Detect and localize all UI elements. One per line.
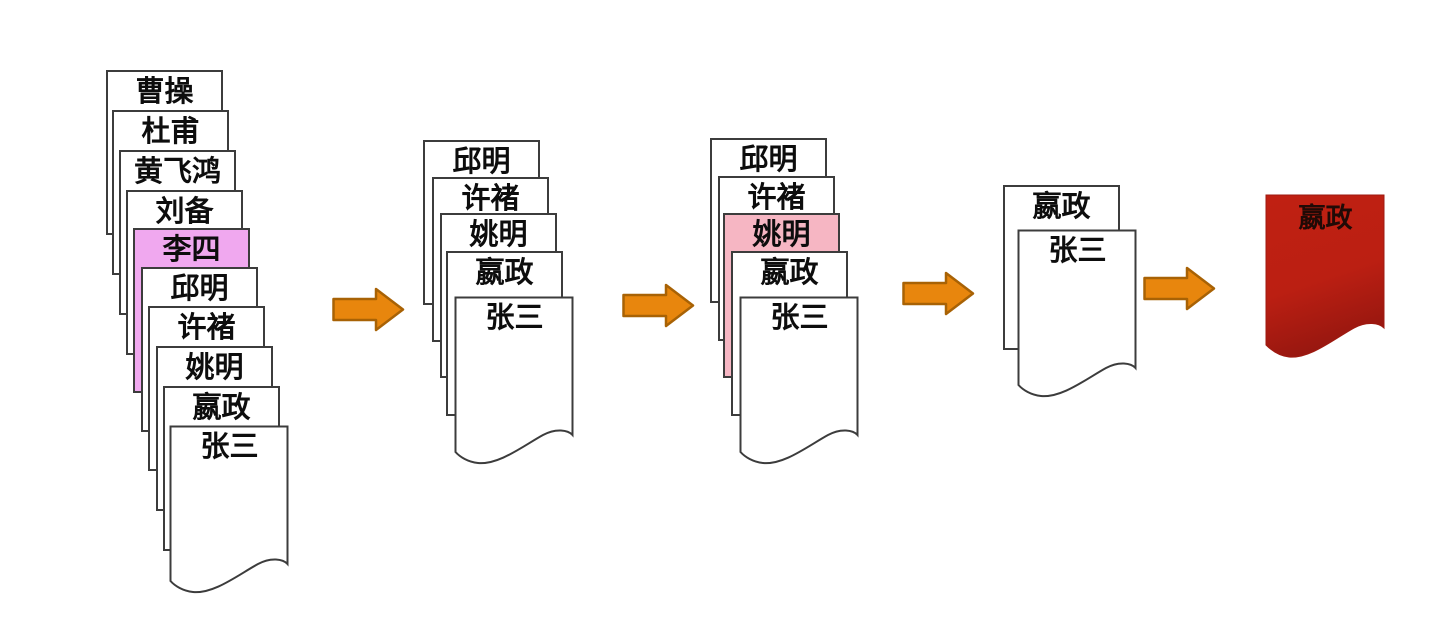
right-arrow-icon	[1143, 266, 1216, 311]
red-flag-shape	[1265, 194, 1385, 358]
card-label: 嬴政	[192, 390, 251, 424]
card-label: 邱明	[739, 142, 798, 176]
wavy-sheet-shape	[739, 296, 859, 465]
card-label: 许褚	[177, 310, 236, 344]
result-flag: 嬴政	[1265, 194, 1386, 370]
card-label: 嬴政	[1032, 189, 1091, 223]
card-label: 姚明	[469, 217, 528, 251]
card-label: 张三	[770, 300, 829, 334]
card-label: 许褚	[747, 180, 806, 214]
stack-card-wavy: 张三	[454, 296, 575, 472]
right-arrow-icon	[332, 287, 405, 332]
card-label: 曹操	[135, 74, 194, 108]
right-arrow-icon	[622, 283, 695, 328]
card-label: 姚明	[752, 217, 811, 251]
card-label: 黄飞鸿	[133, 154, 221, 188]
card-label: 邱明	[170, 271, 229, 305]
card-label: 嬴政	[760, 255, 819, 289]
right-arrow-icon	[902, 271, 975, 316]
wavy-sheet-shape	[454, 296, 574, 465]
card-label: 刘备	[155, 194, 214, 228]
card-label: 姚明	[185, 350, 244, 384]
card-label: 李四	[162, 232, 221, 266]
stack-card-wavy: 张三	[1017, 229, 1138, 405]
stack-card-wavy: 张三	[169, 425, 290, 601]
stack-card-wavy: 张三	[739, 296, 860, 472]
card-label: 邱明	[452, 144, 511, 178]
card-label: 张三	[200, 429, 259, 463]
card-label: 张三	[485, 300, 544, 334]
wavy-sheet-shape	[1017, 229, 1137, 398]
wavy-sheet-shape	[169, 425, 289, 594]
card-label: 张三	[1048, 233, 1107, 267]
card-label: 嬴政	[475, 255, 534, 289]
flag-label: 嬴政	[1298, 203, 1353, 234]
card-label: 杜甫	[141, 114, 200, 148]
card-label: 许褚	[461, 181, 520, 215]
